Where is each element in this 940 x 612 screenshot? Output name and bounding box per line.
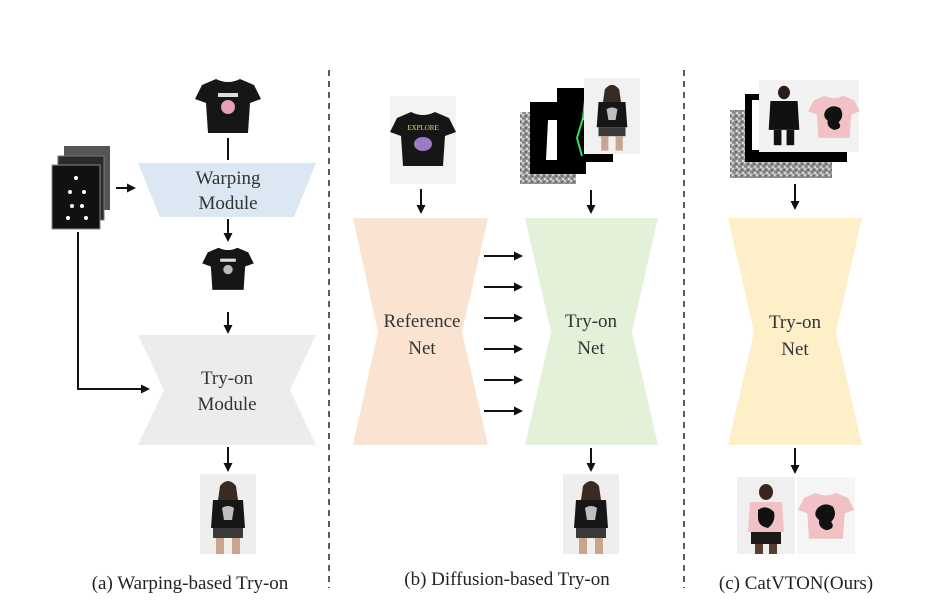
tryon-module-label-2: Module: [197, 394, 256, 415]
panel-diffusion-based: EXPLORE Reference Net: [353, 78, 658, 590]
tryon-net-c-label-2: Net: [781, 339, 809, 360]
warping-module-label-1: Warping: [196, 168, 261, 189]
garment-image-a: [195, 79, 261, 133]
diffusion-input-stack: [520, 78, 640, 184]
caption-a: (a) Warping-based Try-on: [92, 573, 289, 594]
tryon-net-b-label-1: Try-on: [565, 311, 618, 332]
tryon-net-block-c: [728, 218, 862, 445]
tryon-net-b-label-2: Net: [577, 338, 605, 359]
concatenated-input-stack: [730, 80, 860, 178]
warped-garment-image: [202, 247, 254, 290]
panel-warping-based: Warping Module Try-on Module: [51, 79, 316, 594]
tryon-module-block: [138, 335, 316, 445]
reference-net-label-1: Reference: [384, 311, 461, 332]
tryon-net-c-label-1: Try-on: [769, 312, 822, 333]
tryon-module-label-1: Try-on: [201, 368, 254, 389]
caption-c: (c) CatVTON(Ours): [719, 573, 873, 594]
tryon-net-block-b: [525, 218, 658, 445]
reference-net-block: [353, 218, 488, 445]
tshirt-print-text: EXPLORE: [407, 124, 439, 132]
person-condition-stack: [51, 146, 110, 230]
warping-module-block: [138, 163, 316, 217]
caption-b: (b) Diffusion-based Try-on: [404, 569, 610, 590]
feature-injection-arrows: [484, 251, 523, 416]
warping-module-label-2: Module: [198, 193, 257, 214]
panel-catvton: Try-on Net (c) CatVTON(Ours): [719, 80, 873, 594]
reference-net-label-2: Net: [408, 338, 436, 359]
